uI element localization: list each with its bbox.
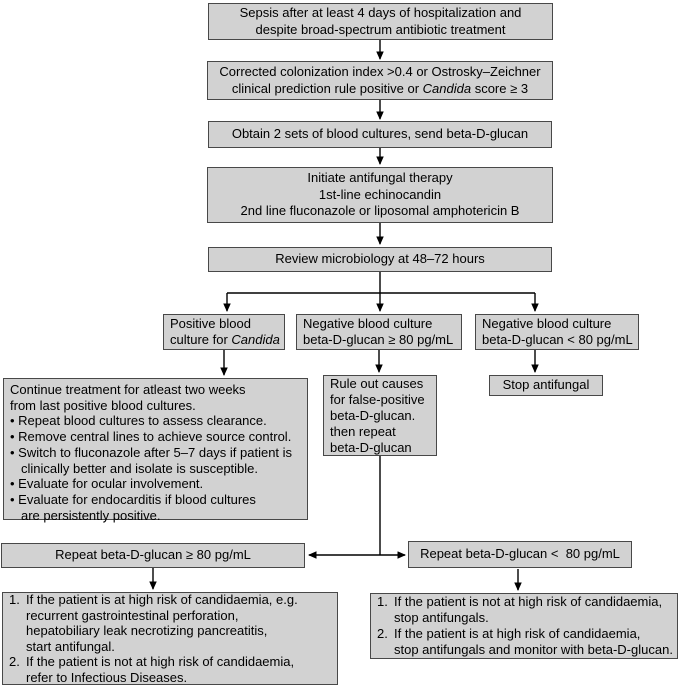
node-colonization-line2: clinical prediction rule positive or Can… (231, 80, 529, 96)
node-positive-culture: Positive blood culture for Candida (163, 314, 285, 350)
item-text: If the patient is not at high risk of ca… (394, 594, 663, 625)
item-number: 1. (377, 594, 388, 609)
node-sepsis-text: Sepsis after at least 4 days of hospital… (239, 5, 522, 37)
numbered-item: 1. If the patient is not at high risk of… (377, 594, 662, 626)
bullet-item: Remove central lines to achieve source c… (10, 429, 292, 445)
candida-italic: Candida (422, 80, 472, 96)
bullet-item: Evaluate for ocular involvement. (10, 476, 292, 492)
node-rule-out-text: Rule out causes for false-positive beta-… (330, 375, 425, 455)
node-negative-culture-low-bdg: Negative blood culture beta-D-glucan < 8… (475, 314, 639, 350)
item-number: 2. (377, 626, 388, 641)
item-text: If the patient is not at high risk of ca… (26, 654, 295, 685)
node-repeat-bdg-low: Repeat beta-D-glucan < 80 pg/mL (408, 541, 632, 568)
node-continue-treatment: Continue treatment for atleast two weeks… (3, 378, 308, 523)
node-initiate-antifungal: Initiate antifungal therapy 1st-line ech… (207, 167, 553, 223)
node-colonization-line1: Corrected colonization index >0.4 or Ost… (219, 64, 541, 79)
item-number: 1. (9, 592, 20, 607)
node-low-risk-outcome: 1. If the patient is not at high risk of… (370, 593, 678, 659)
node-rule-out-false-positive: Rule out causes for false-positive beta-… (323, 375, 437, 456)
bullet-item: Evaluate for endocarditis if blood cultu… (10, 492, 292, 523)
node-blood-cultures-text: Obtain 2 sets of blood cultures, send be… (231, 126, 529, 142)
node-negative-low-text: Negative blood culture beta-D-glucan < 8… (482, 315, 633, 348)
bullet-item: Switch to fluconazole after 5–7 days if … (10, 445, 292, 476)
item-text: If the patient is at high risk of candid… (26, 592, 298, 654)
bullet-item: Repeat blood cultures to assess clearanc… (10, 413, 292, 429)
node-repeat-bdg-high: Repeat beta-D-glucan ≥ 80 pg/mL (1, 543, 305, 568)
node-blood-cultures: Obtain 2 sets of blood cultures, send be… (208, 121, 552, 148)
node-initiate-antifungal-text: Initiate antifungal therapy 1st-line ech… (240, 170, 520, 219)
node-sepsis: Sepsis after at least 4 days of hospital… (208, 3, 553, 40)
node-stop-antifungal-text: Stop antifungal (502, 377, 590, 393)
node-negative-culture-high-bdg: Negative blood culture beta-D-glucan ≥ 8… (296, 314, 462, 350)
numbered-item: 1. If the patient is at high risk of can… (9, 592, 298, 654)
node-repeat-bdg-high-text: Repeat beta-D-glucan ≥ 80 pg/mL (55, 547, 251, 563)
continue-treatment-bullets: Repeat blood cultures to assess clearanc… (10, 413, 292, 523)
candida-italic: Candida (231, 332, 280, 347)
node-high-risk-outcome: 1. If the patient is at high risk of can… (2, 592, 338, 685)
item-text: If the patient is at high risk of candid… (394, 626, 673, 657)
numbered-item: 2. If the patient is not at high risk of… (9, 654, 294, 685)
node-repeat-bdg-low-text: Repeat beta-D-glucan < 80 pg/mL (420, 546, 620, 562)
numbered-item: 2. If the patient is at high risk of can… (377, 626, 673, 658)
node-stop-antifungal: Stop antifungal (489, 375, 603, 396)
node-review-microbiology: Review microbiology at 48–72 hours (208, 247, 552, 272)
node-continue-treatment-intro: Continue treatment for atleast two weeks… (10, 382, 246, 413)
item-number: 2. (9, 654, 20, 669)
node-negative-high-text: Negative blood culture beta-D-glucan ≥ 8… (303, 315, 454, 348)
node-review-microbiology-text: Review microbiology at 48–72 hours (275, 251, 485, 267)
node-positive-culture-line2: culture for Candida (170, 332, 280, 347)
node-positive-culture-line1: Positive blood (170, 315, 251, 331)
node-colonization-index: Corrected colonization index >0.4 or Ost… (207, 61, 553, 100)
